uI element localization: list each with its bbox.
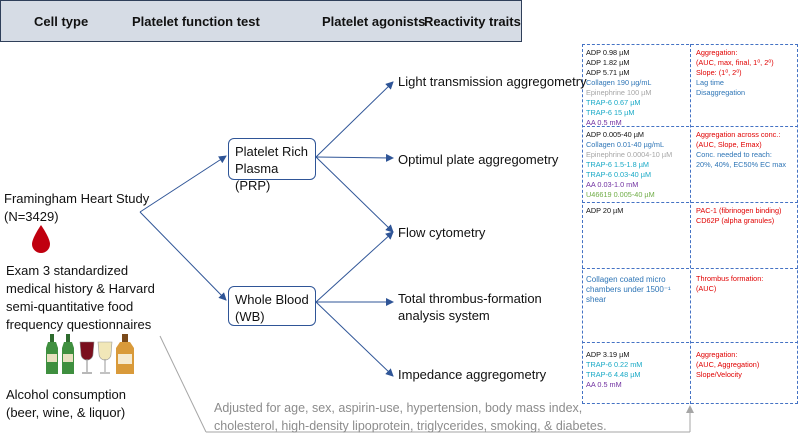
arrow-prp-to-opa bbox=[315, 153, 394, 162]
table-cell-line: U46619 0.005-40 µM bbox=[586, 190, 655, 199]
table-cell-line: (AUC, Aggregation) bbox=[696, 360, 760, 369]
alcohol-consumption: Alcohol consumption (beer, wine, & liquo… bbox=[6, 387, 126, 420]
exam-description: Exam 3 standardized medical history & Ha… bbox=[6, 263, 155, 332]
table-cell-line: AA 0.5 mM bbox=[586, 380, 622, 389]
table-cell-line: Epinephrine 0.0004-10 µM bbox=[586, 150, 673, 159]
table-cell-line: 20%, 40%, EC50% EC max bbox=[696, 160, 787, 169]
test-optimul-plate: Optimul plate aggregometry bbox=[398, 152, 559, 167]
table-cell-line: Slope/Velocity bbox=[696, 370, 742, 379]
table-column-divider bbox=[690, 44, 691, 404]
adjustment-arrow-diag bbox=[159, 335, 207, 433]
arrow-wb-to-flow bbox=[315, 231, 394, 303]
alcohol-icons bbox=[46, 334, 134, 374]
test-flow-cytometry: Flow cytometry bbox=[398, 225, 486, 240]
table-cell-line: (AUC) bbox=[696, 284, 717, 293]
arrow-prp-to-flow bbox=[315, 156, 394, 233]
table-cell-line: ADP 1.82 µM bbox=[586, 58, 630, 67]
table-cell-line: Epinephrine 100 µM bbox=[586, 88, 652, 97]
traits-impedance: Aggregation:(AUC, Aggregation)Slope/Velo… bbox=[696, 350, 759, 380]
table-cell-line: TRAP-6 4.48 µM bbox=[586, 370, 641, 379]
table-cell-line: TRAP-6 0.22 mM bbox=[586, 360, 643, 369]
blood-drop-icon bbox=[32, 225, 50, 253]
arrow-prp-to-lta bbox=[315, 81, 394, 158]
table-cell-line: chambers under 1500⁻¹ bbox=[586, 285, 671, 294]
table-cell-line: PAC-1 (fibrinogen binding) bbox=[696, 206, 782, 215]
table-cell-line: Collagen 190 µg/mL bbox=[586, 78, 652, 87]
header-reactivity-traits: Reactivity traits bbox=[424, 14, 521, 29]
table-cell-line: Aggregation: bbox=[696, 350, 738, 359]
agonists-flow: ADP 20 µM bbox=[586, 206, 623, 216]
header-bar: Cell type Platelet function test Platele… bbox=[0, 0, 522, 42]
table-cell-line: Thrombus formation: bbox=[696, 274, 764, 283]
table-cell-line: ADP 20 µM bbox=[586, 206, 624, 215]
table-cell-line: TRAP-6 15 µM bbox=[586, 108, 635, 117]
header-platelet-agonists: Platelet agonists bbox=[322, 14, 426, 29]
traits-flow: PAC-1 (fibrinogen binding)CD62P (alpha g… bbox=[696, 206, 781, 226]
white-wine-glass-icon bbox=[97, 341, 113, 374]
table-cell-line: Lag time bbox=[696, 78, 724, 87]
table-cell-line: ADP 0.98 µM bbox=[586, 48, 630, 57]
table-cell-line: TRAP-6 0.67 µM bbox=[586, 98, 641, 107]
test-impedance: Impedance aggregometry bbox=[398, 367, 547, 382]
table-cell-line: Conc. needed to reach: bbox=[696, 150, 772, 159]
table-cell-line: ADP 3.19 µM bbox=[586, 350, 630, 359]
table-cell-line: ADP 0.005-40 µM bbox=[586, 130, 645, 139]
table-cell-line: Aggregation: bbox=[696, 48, 738, 57]
arrow-study-to-prp bbox=[139, 155, 227, 213]
header-platelet-function-test: Platelet function test bbox=[132, 14, 260, 29]
table-cell-line: TRAP-6 1.5-1.8 µM bbox=[586, 160, 650, 169]
test-light-transmission: Light transmission aggregometry bbox=[398, 74, 587, 89]
beer-bottle-icon bbox=[46, 334, 58, 374]
table-row-divider bbox=[582, 202, 798, 203]
traits-lta: Aggregation:(AUC, max, final, 1⁰, 2⁰)Slo… bbox=[696, 48, 774, 98]
traits-tts: Thrombus formation:(AUC) bbox=[696, 274, 763, 294]
wine-glass-icon bbox=[79, 341, 95, 374]
study-name: Framingham Heart Study (N=3429) bbox=[4, 191, 150, 224]
table-cell-line: CD62P (alpha granules) bbox=[696, 216, 775, 225]
table-cell-line: Disaggregation bbox=[696, 88, 746, 97]
prp-node: Platelet Rich Plasma (PRP) bbox=[228, 138, 316, 193]
liquor-bottle-icon bbox=[116, 334, 134, 374]
table-cell-line: Slope: (1⁰, 2⁰) bbox=[696, 68, 742, 77]
test-total-thrombus: Total thrombus-formation analysis system bbox=[398, 291, 542, 323]
table-cell-line: shear bbox=[586, 295, 607, 304]
table-cell-line: Aggregation across conc.: bbox=[696, 130, 781, 139]
table-cell-line: (AUC, max, final, 1⁰, 2⁰) bbox=[696, 58, 774, 67]
whole-blood-node: Whole Blood (WB) bbox=[228, 286, 316, 326]
table-cell-line: TRAP-6 0.03-40 µM bbox=[586, 170, 652, 179]
adjustment-note: Adjusted for age, sex, aspirin-use, hype… bbox=[214, 401, 607, 433]
table-row-divider bbox=[582, 342, 798, 343]
table-row-divider bbox=[582, 268, 798, 269]
table-cell-line: (AUC, Slope, Emax) bbox=[696, 140, 762, 149]
arrow-wb-to-impedance bbox=[315, 301, 394, 377]
table-cell-line: Collagen 0.01-40 µg/mL bbox=[586, 140, 665, 149]
arrow-study-to-wb bbox=[139, 211, 227, 301]
traits-opa: Aggregation across conc.:(AUC, Slope, Em… bbox=[696, 130, 786, 170]
header-cell-type: Cell type bbox=[34, 14, 89, 29]
table-cell-line: ADP 5.71 µM bbox=[586, 68, 630, 77]
table-cell-line: AA 0.5 mM bbox=[586, 118, 622, 127]
table-row-divider bbox=[582, 126, 798, 127]
table-cell-line: Collagen coated micro bbox=[586, 275, 666, 284]
beer-bottle-icon bbox=[62, 334, 74, 374]
table-cell-line: AA 0.03-1.0 mM bbox=[586, 180, 639, 189]
